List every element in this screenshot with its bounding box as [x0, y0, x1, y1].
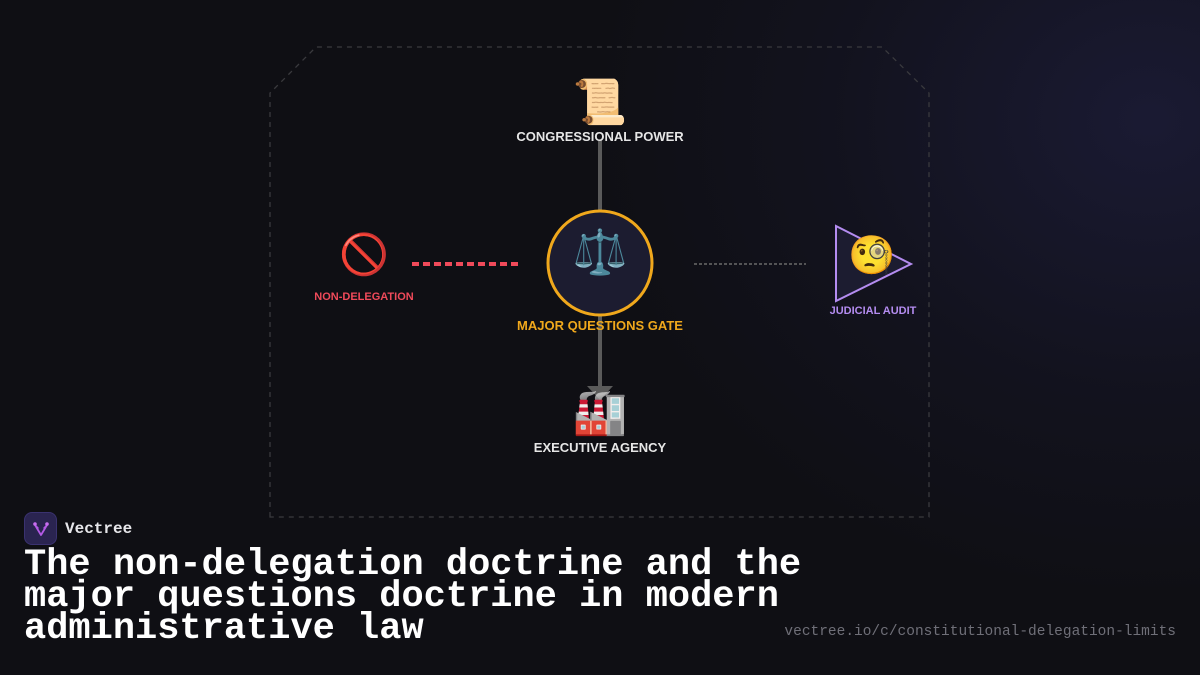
diagram-frame [269, 46, 930, 518]
judicial-audit-triangle[interactable] [835, 224, 914, 303]
prohibited-icon: 🚫 [339, 232, 389, 278]
judicial-audit-label: JUDICIAL AUDIT [829, 305, 917, 317]
vectree-logo-icon [24, 512, 57, 545]
major-questions-gate-node[interactable] [546, 209, 654, 317]
major-questions-gate-label: MAJOR QUESTIONS GATE [517, 318, 683, 333]
scroll-icon: 📜 [572, 77, 628, 128]
monocle-face-icon: 🧐 [848, 233, 896, 277]
executive-agency-label: EXECUTIVE AGENCY [533, 440, 667, 455]
page-title: The non-delegation doctrine and the majo… [24, 544, 802, 650]
brand[interactable]: Vectree [24, 512, 132, 545]
arrowhead-down-icon [587, 386, 613, 400]
brand-name: Vectree [65, 519, 133, 538]
source-url[interactable]: vectree.io/c/constitutional-delegation-l… [784, 624, 1176, 640]
non-delegation-label: NON-DELEGATION [314, 291, 414, 303]
balance-scale-icon: ⚖️ [572, 227, 628, 278]
congressional-power-label: CONGRESSIONAL POWER [516, 129, 684, 144]
factory-icon: 🏭 [572, 387, 628, 438]
